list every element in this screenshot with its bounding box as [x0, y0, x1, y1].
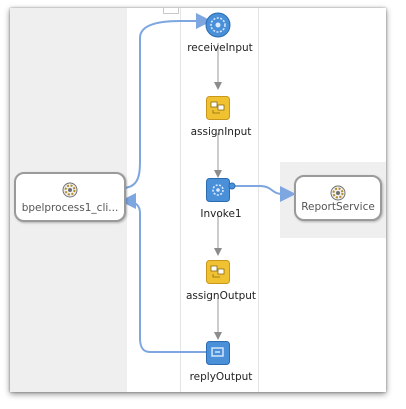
activity-label: assignInput	[190, 126, 252, 138]
partner-link-label: ReportService	[301, 201, 375, 213]
partner-link-report-service[interactable]: ReportService	[294, 175, 382, 221]
activity-reply[interactable]: replyOutput	[190, 341, 252, 383]
activity-assign-output[interactable]: assignOutput	[186, 260, 256, 302]
collapse-tab[interactable]	[163, 8, 179, 14]
gear-icon	[330, 185, 346, 201]
gear-icon	[62, 182, 78, 198]
reply-icon	[206, 341, 230, 365]
process-scope-divider	[258, 8, 259, 392]
partner-link-label: bpelprocess1_cli...	[21, 202, 119, 214]
assign-icon	[206, 96, 230, 120]
receive-icon	[205, 12, 231, 38]
activity-assign-input[interactable]: assignInput	[191, 96, 251, 138]
activity-label: replyOutput	[189, 371, 253, 383]
activity-label: receiveInput	[187, 42, 253, 54]
activity-invoke[interactable]: Invoke1	[200, 178, 242, 220]
invoke-wire[interactable]	[232, 185, 296, 202]
invoke-icon	[206, 178, 236, 202]
reply-wire[interactable]	[120, 193, 208, 353]
activity-receive[interactable]: receiveInput	[187, 12, 253, 54]
activity-label: Invoke1	[200, 208, 242, 220]
activity-label: assignOutput	[185, 290, 257, 302]
assign-icon	[206, 260, 230, 284]
receive-wire[interactable]	[121, 13, 212, 189]
process-scope-divider	[180, 8, 181, 392]
wire-layer	[120, 13, 296, 353]
partner-link-client[interactable]: bpelprocess1_cli...	[14, 172, 126, 222]
bpel-designer-canvas: bpelprocess1_cli... ReportService receiv…	[10, 8, 386, 392]
